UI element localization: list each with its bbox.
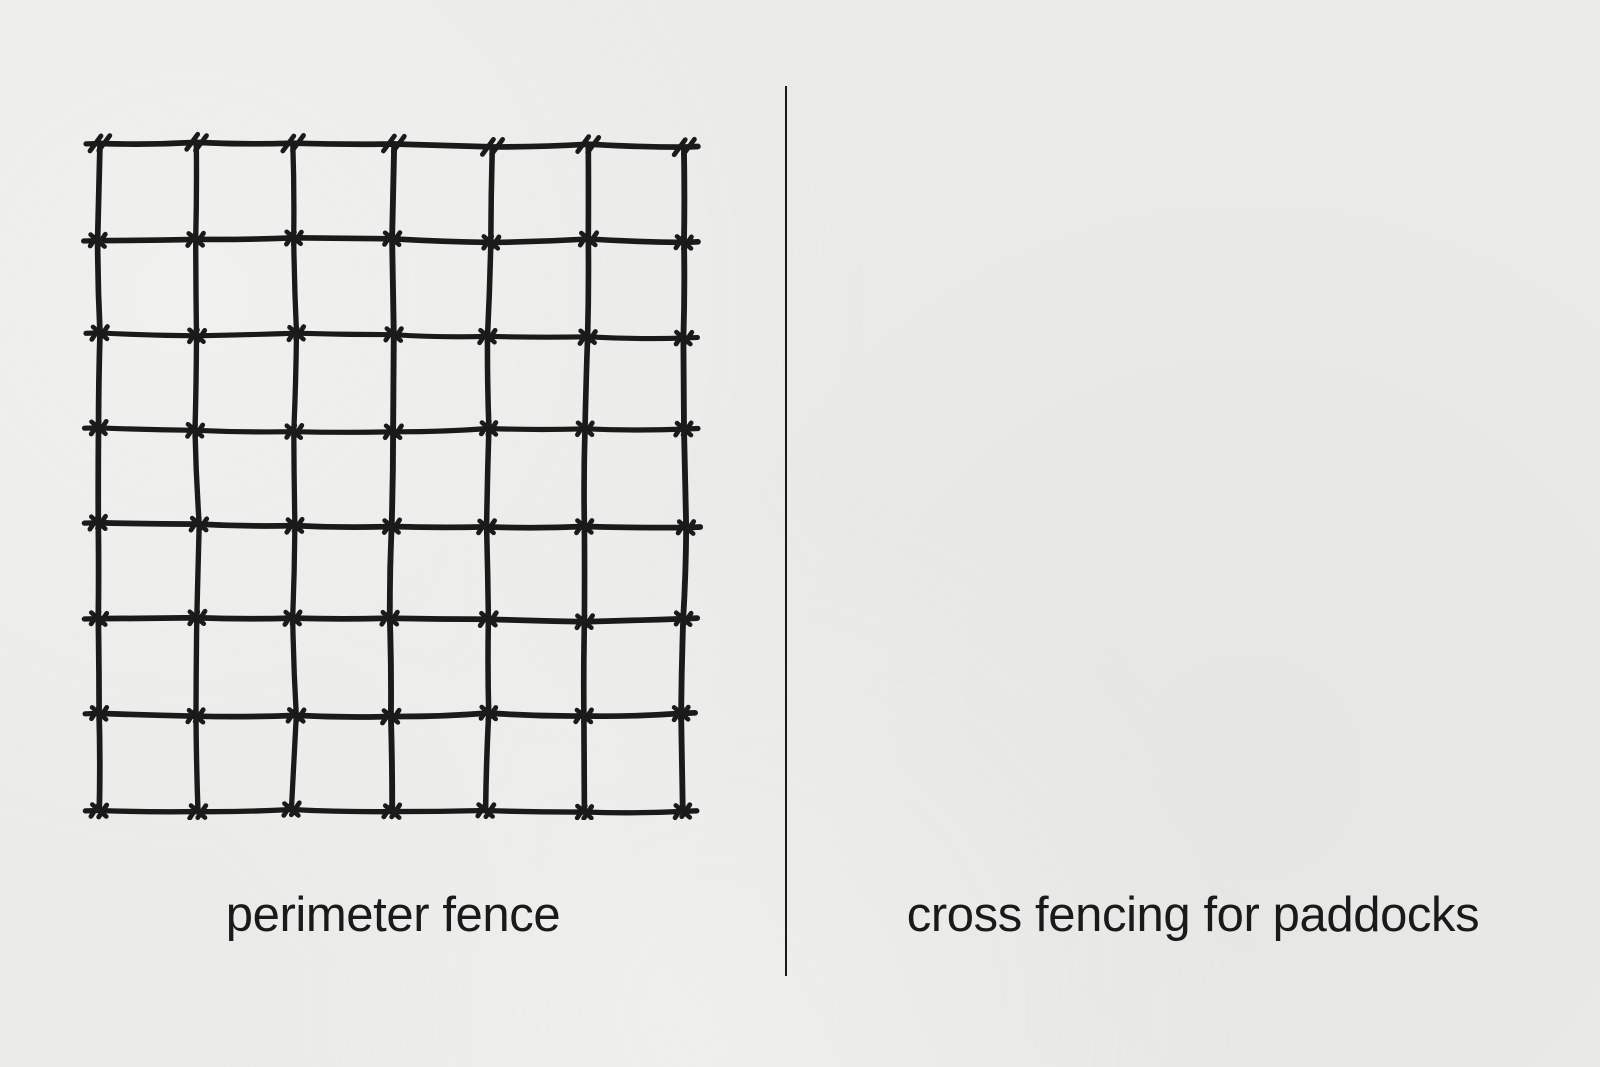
left-panel-caption: perimeter fence: [225, 888, 561, 942]
perimeter-fence-illustration: [78, 120, 708, 821]
right-panel-caption: cross fencing for paddocks: [906, 888, 1480, 942]
grid-fence-svg: [81, 131, 704, 821]
grid-knot-marks: [87, 131, 697, 821]
panel-divider-rule: [785, 86, 787, 976]
left-panel: perimeter fence: [0, 0, 786, 1067]
right-panel: cross fencing for paddocks: [786, 0, 1600, 1067]
